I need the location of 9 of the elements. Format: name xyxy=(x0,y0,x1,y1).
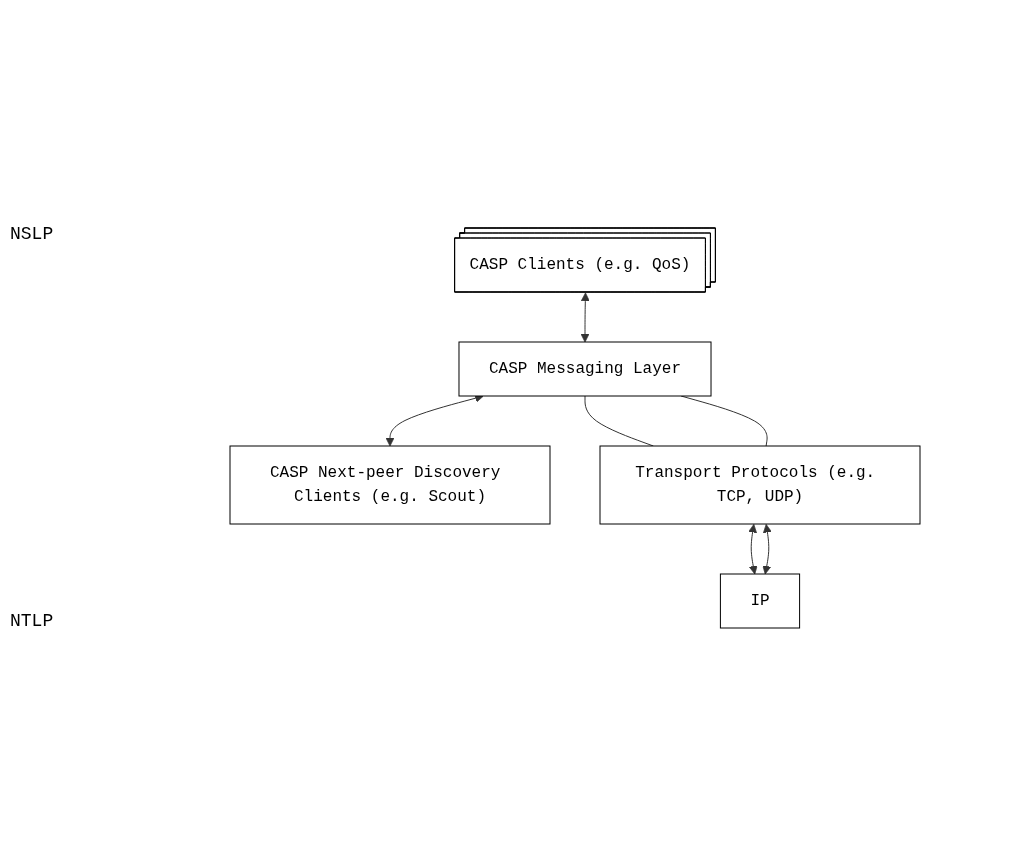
arrow xyxy=(580,292,590,342)
layer-label: NSLP xyxy=(10,223,55,244)
arrow xyxy=(747,523,758,574)
node-box: CASP Messaging Layer xyxy=(458,341,711,396)
layer-label: NTLP xyxy=(10,611,55,632)
arrow xyxy=(761,523,772,574)
node-box: Transport Protocols (e.g. TCP, UDP) xyxy=(599,445,920,524)
node-box: CASP Next-peer Discovery Clients (e.g. Scout) xyxy=(229,445,550,524)
node-box: IP xyxy=(719,573,800,628)
